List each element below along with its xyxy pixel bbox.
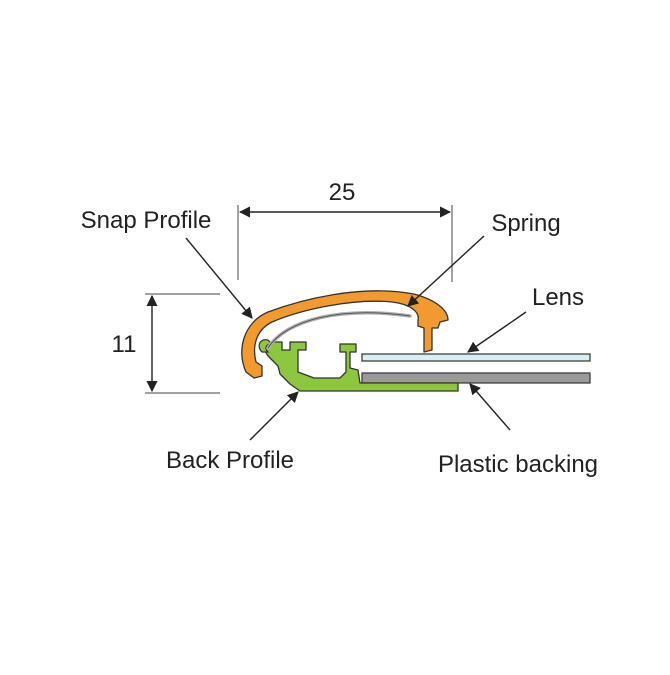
spring-outline bbox=[267, 312, 411, 349]
plastic-backing-label: Plastic backing bbox=[438, 451, 598, 478]
back-profile-leader bbox=[249, 391, 299, 441]
plastic-backing-shape bbox=[361, 372, 591, 384]
width-dimension: 25 bbox=[237, 179, 453, 282]
spring-shape bbox=[266, 311, 412, 350]
back-profile-label: Back Profile bbox=[166, 447, 294, 474]
height-dimension-value: 11 bbox=[112, 331, 137, 358]
plastic-backing-leader bbox=[469, 383, 511, 431]
lens-shape bbox=[361, 353, 591, 362]
lens-label: Lens bbox=[532, 284, 584, 311]
plastic-backing-callout: Plastic backing bbox=[438, 383, 598, 478]
snap-profile-shape bbox=[241, 290, 449, 379]
snap-profile-label: Snap Profile bbox=[81, 207, 212, 234]
spring-leader bbox=[407, 235, 485, 307]
width-dimension-value: 25 bbox=[329, 179, 356, 206]
spring-label: Spring bbox=[491, 210, 560, 237]
snap-profile-callout: Snap Profile bbox=[81, 207, 253, 319]
back-profile-callout: Back Profile bbox=[166, 391, 299, 474]
height-dimension: 11 bbox=[112, 293, 220, 394]
lens-leader bbox=[467, 311, 527, 353]
spring-callout: Spring bbox=[407, 210, 561, 307]
lens-callout: Lens bbox=[467, 284, 584, 353]
snap-profile-leader bbox=[185, 237, 253, 319]
